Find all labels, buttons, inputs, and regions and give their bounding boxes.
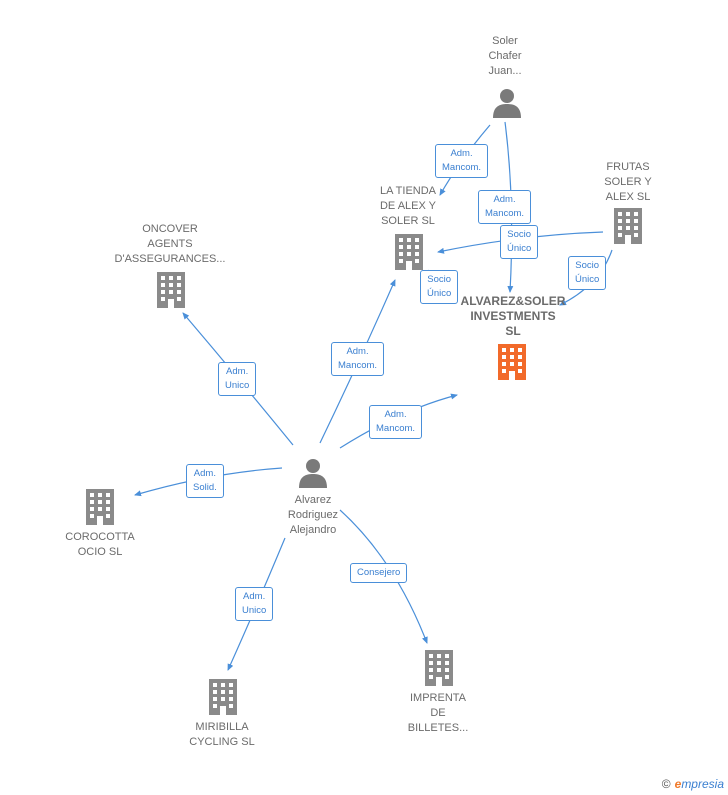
building-icon-frutas[interactable] <box>614 208 642 244</box>
edge-label-person-alvarez[interactable]: Adm. Mancom. <box>369 405 423 439</box>
node-label-soler[interactable]: Soler Chafer Juan... <box>488 35 522 77</box>
node-label-la-tienda[interactable]: LA TIENDA DE ALEX Y SOLER SL <box>379 185 437 227</box>
building-icon-corocotta[interactable] <box>86 489 114 525</box>
person-icon-alvarez[interactable] <box>299 459 327 488</box>
edge-label-soler-alvarez[interactable]: Adm. Mancom. <box>478 190 532 224</box>
edge-label-person-miribilla[interactable]: Adm. Unico <box>235 587 274 621</box>
person-icon-soler[interactable] <box>493 89 521 118</box>
building-icon-miribilla[interactable] <box>209 679 237 715</box>
node-label-oncover[interactable]: ONCOVER AGENTS D'ASSEGURANCES... <box>114 223 226 265</box>
node-label-frutas[interactable]: FRUTAS SOLER Y ALEX SL <box>604 161 652 203</box>
node-label-alvarez-person[interactable]: Alvarez Rodriguez Alejandro <box>287 494 339 536</box>
node-label-alvarez-soler[interactable]: ALVAREZ&SOLER INVESTMENTS SL <box>460 294 566 338</box>
building-icon-alvarez-soler[interactable] <box>498 344 526 380</box>
building-icon-la-tienda[interactable] <box>395 234 423 270</box>
edge-label-person-corocotta[interactable]: Adm. Solid. <box>186 464 224 498</box>
edge-label-frutas-alvarez[interactable]: Socio Único <box>568 256 607 290</box>
brand-name: mpresia <box>681 777 724 791</box>
empresia-logo[interactable]: ©empresia <box>662 777 724 791</box>
building-icon-oncover[interactable] <box>157 272 185 308</box>
edge-label-soler-tienda[interactable]: Adm. Mancom. <box>435 144 489 178</box>
node-label-imprenta[interactable]: IMPRENTA DE BILLETES... <box>407 692 469 734</box>
copyright-symbol: © <box>661 777 671 791</box>
edge-label-person-imprenta[interactable]: Consejero <box>350 563 408 583</box>
node-label-miribilla[interactable]: MIRIBILLA CYCLING SL <box>189 721 255 748</box>
edge-label-person-oncover[interactable]: Adm. Unico <box>218 362 257 396</box>
edge-label-tienda-alvarez[interactable]: Socio Único <box>420 270 459 304</box>
edge-label-person-tienda[interactable]: Adm. Mancom. <box>331 342 385 376</box>
building-icon-imprenta[interactable] <box>425 650 453 686</box>
node-label-corocotta[interactable]: COROCOTTA OCIO SL <box>65 531 135 558</box>
brand-initial: e <box>674 777 682 791</box>
edge-label-frutas-tienda[interactable]: Socio Único <box>500 225 539 259</box>
